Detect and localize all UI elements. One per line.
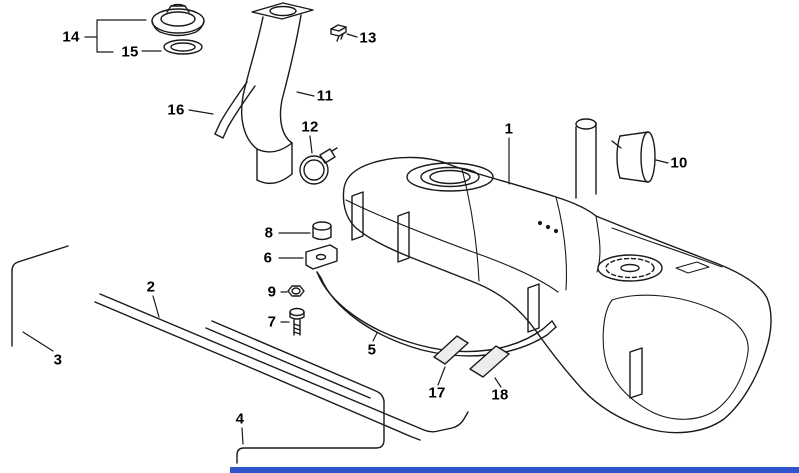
filler-pipe-drawing <box>214 2 314 185</box>
part-label-2: 2 <box>146 278 156 296</box>
rubber-pads-drawing <box>433 335 510 378</box>
part-label-8: 8 <box>264 224 274 242</box>
footer-bar <box>230 467 799 473</box>
part-label-15: 15 <box>121 43 139 61</box>
part-label-3: 3 <box>53 351 63 369</box>
fuel-cap-drawing <box>151 3 205 55</box>
part-label-11: 11 <box>316 87 334 105</box>
part-label-17: 17 <box>428 384 446 402</box>
part-label-14: 14 <box>62 28 80 46</box>
part-label-1: 1 <box>504 120 514 138</box>
fuel-tank-drawing <box>342 118 772 434</box>
part-label-4: 4 <box>235 410 245 428</box>
part-label-10: 10 <box>670 154 688 172</box>
part-label-5: 5 <box>367 341 377 359</box>
leader-lines <box>22 19 669 445</box>
vent-bolt-drawing <box>330 24 347 42</box>
part-label-7: 7 <box>267 313 277 331</box>
part-label-12: 12 <box>301 118 319 136</box>
strap-hardware-drawing <box>287 221 557 357</box>
part-label-18: 18 <box>491 386 509 404</box>
rubber-sleeve-drawing <box>611 131 656 183</box>
part-label-13: 13 <box>359 29 377 47</box>
fuel-lines-drawing <box>11 245 469 464</box>
part-label-6: 6 <box>263 249 273 267</box>
part-label-16: 16 <box>167 101 185 119</box>
hose-clamp-drawing <box>299 147 338 185</box>
part-label-9: 9 <box>267 283 277 301</box>
